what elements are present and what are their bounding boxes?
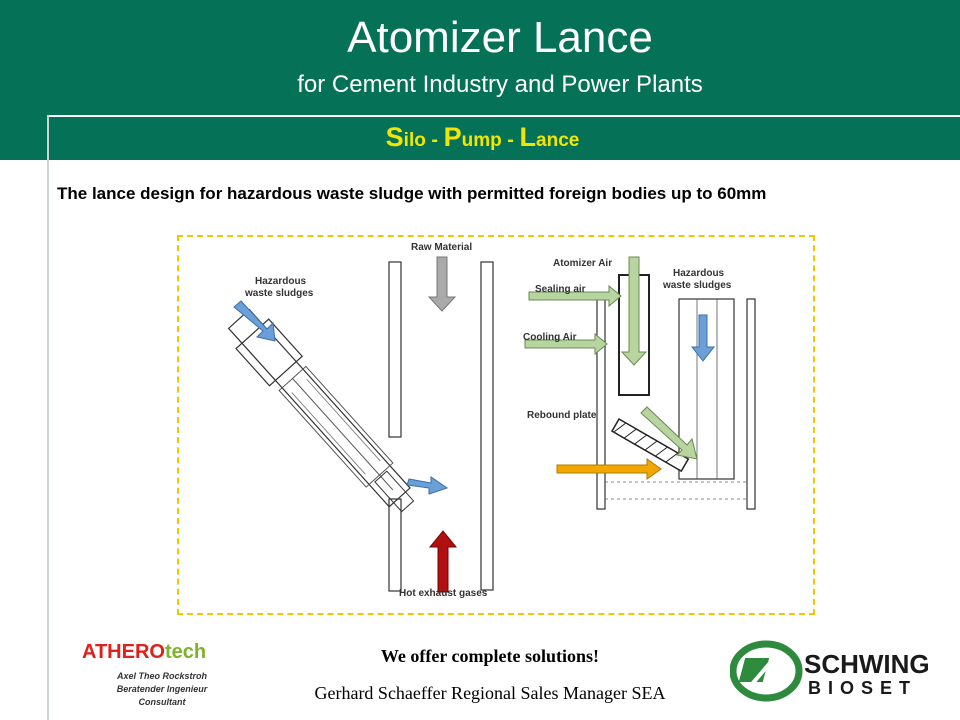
atherotech-line3: Consultant	[138, 697, 186, 707]
label-hot-exhaust: Hot exhaust gases	[399, 588, 488, 599]
page-title: Atomizer Lance	[347, 13, 653, 62]
atherotech-logo: ATHEROtech Axel Theo Rockstroh Beratende…	[82, 640, 242, 710]
header-divider	[47, 115, 960, 117]
lance-diagram: Raw Material Hazardous waste sludges Hot…	[177, 235, 815, 615]
cooling-air-arrow	[524, 332, 608, 356]
chamber-wall-left	[596, 298, 606, 510]
silo-wall-left-upper	[388, 261, 402, 438]
label-sealing-air: Sealing air	[535, 284, 586, 295]
lead-text: The lance design for hazardous waste slu…	[57, 184, 767, 203]
hot-exhaust-arrow	[428, 530, 458, 593]
label-rebound-plate: Rebound plate	[527, 410, 597, 421]
atherotech-line2: Beratender Ingenieur	[116, 684, 208, 694]
label-raw-material: Raw Material	[411, 242, 473, 253]
atherotech-name: ATHEROtech	[82, 641, 207, 663]
label-hazardous-left-2: waste sludges	[245, 288, 314, 299]
page-subtitle: for Cement Industry and Power Plants	[297, 71, 703, 98]
sludge-tube	[678, 298, 735, 480]
atomizer-air-arrow	[620, 256, 648, 366]
chamber-wall-right	[746, 298, 756, 510]
label-atomizer-air: Atomizer Air	[553, 258, 613, 269]
rebound-plate	[610, 417, 690, 473]
header-band	[0, 0, 960, 160]
schwing-bioset-logo: SCHWING BIOSET	[730, 640, 940, 702]
section-heading: Silo - Pump - Lance	[385, 122, 580, 152]
schwing-name: SCHWING	[804, 649, 930, 679]
silo-wall-right	[480, 261, 494, 591]
sludge-inlet-arrow	[233, 300, 276, 342]
schwing-sub: BIOSET	[808, 678, 918, 698]
label-hazardous-right-1: Hazardous	[673, 268, 725, 279]
lance-outlet-arrow	[406, 476, 449, 495]
atherotech-line1: Axel Theo Rockstroh	[116, 671, 208, 681]
raw-material-arrow	[427, 256, 457, 312]
lance-diagram-drawing	[227, 256, 756, 593]
schwing-emblem-icon	[730, 640, 803, 702]
diagonal-flow-arrow	[640, 406, 698, 460]
orange-flow-arrow	[556, 458, 662, 480]
right-sludge-arrow	[690, 314, 716, 362]
label-hazardous-left-1: Hazardous	[255, 276, 307, 287]
silo-wall-left-lower	[388, 498, 402, 592]
lance-body	[227, 308, 415, 513]
footer-contact: Gerhard Schaeffer Regional Sales Manager…	[314, 683, 666, 703]
footer-tagline: We offer complete solutions!	[380, 646, 600, 666]
label-cooling-air: Cooling Air	[523, 332, 577, 343]
sealing-air-arrow	[528, 284, 622, 308]
left-margin-rule	[47, 115, 49, 720]
label-hazardous-right-2: waste sludges	[663, 280, 732, 291]
